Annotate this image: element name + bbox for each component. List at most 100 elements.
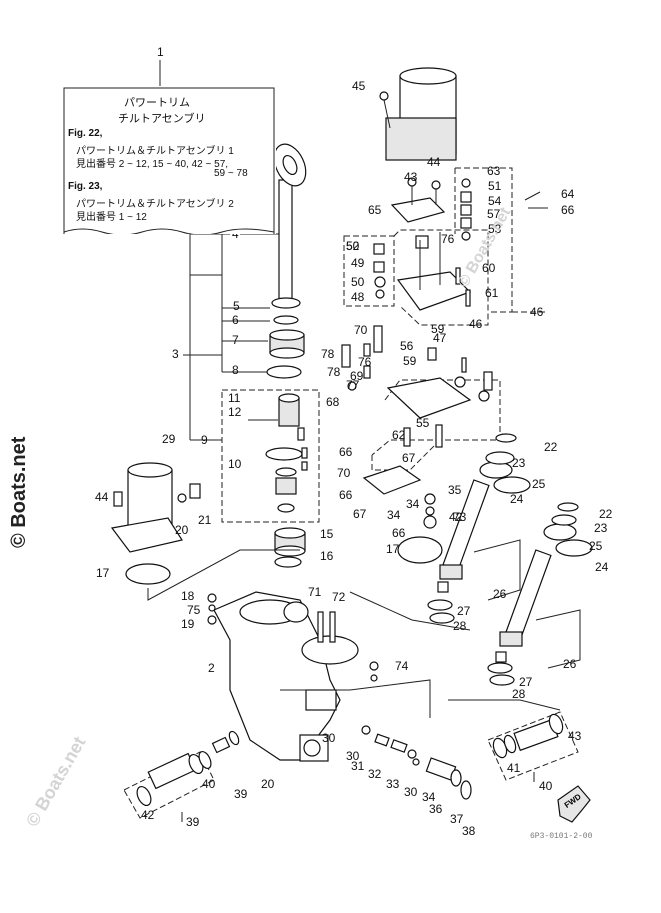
part-number-label: 26 [563,657,577,671]
part-number-label: 38 [462,824,476,838]
part-number-label: 30 [322,731,336,745]
legend-fig23-label: Fig. 23, [68,181,103,192]
part-number-label: 29 [162,432,176,446]
part-number-label: 39 [186,815,200,829]
part-number-label: 20 [261,777,275,791]
part-number-label: 66 [339,488,353,502]
legend-fig23-line1: パワートリム＆チルトアセンブリ 2 [76,199,234,210]
part-number-label: 40 [202,777,216,791]
part-number-label: 71 [308,585,322,599]
part-number-label: 17 [386,542,400,556]
part-number-label: 43 [568,729,582,743]
part-number-label: 57 [487,207,501,221]
lower-trim-cylinder [487,502,593,686]
part-number-label: 78 [321,347,335,361]
part-number-label: 16 [320,549,334,563]
legend-title-2: チルトアセンブリ [118,113,206,125]
part-number-label: 24 [595,560,609,574]
part-number-label: 23 [594,521,608,535]
part-number-label: 27 [457,604,471,618]
part-number-label: 66 [339,445,353,459]
part-number-label: 39 [234,787,248,801]
part-number-label: 18 [181,589,195,603]
part-number-label: 23 [512,456,526,470]
part-number-label: 17 [96,566,110,580]
part-number-label: 61 [485,286,499,300]
part-number-label: 75 [187,603,201,617]
legend-fig22-line2: 見出番号 2 ~ 12, 15 ~ 40, 42 ~ 57, [76,159,229,170]
part-number-label: 32 [368,767,382,781]
part-number-label: 1 [157,45,164,59]
part-number-label: 52 [346,239,360,253]
part-number-label: 48 [351,290,365,304]
part-number-label: 34 [387,508,401,522]
part-number-label: 51 [488,179,502,193]
part-number-label: 33 [386,777,400,791]
part-number-label: 34 [422,790,436,804]
part-number-label: 25 [532,477,546,491]
part-number-label: 10 [228,457,242,471]
part-number-label: 27 [519,675,533,689]
part-number-label: 55 [416,416,430,430]
part-number-label: 8 [232,363,239,377]
part-number-label: 28 [453,619,467,633]
part-number-label: 66 [392,526,406,540]
part-number-label: 30 [346,749,360,763]
part-number-label: 36 [429,802,443,816]
part-number-label: 67 [353,507,367,521]
part-number-label: 5 [233,299,240,313]
part-number-label: 7 [232,333,239,347]
part-number-label: 53 [488,222,502,236]
part-number-label: 22 [544,440,558,454]
upper-trim-cylinder [427,433,531,624]
part-number-label: 54 [488,194,502,208]
part-number-label: 47 [433,331,447,345]
part-number-label: 72 [332,590,346,604]
legend-frame [63,87,275,234]
part-number-label: 64 [561,187,575,201]
part-number-label: 15 [320,527,334,541]
part-number-label: 6 [232,313,239,327]
part-number-label: 21 [198,513,212,527]
part-number-label: 28 [512,687,526,701]
part-number-label: 34 [406,497,420,511]
part-number-label: 78 [327,365,341,379]
part-number-label: 22 [599,507,613,521]
legend-fig22-line1: パワートリム＆チルトアセンブリ 1 [76,146,234,157]
part-number-label: 20 [175,523,189,537]
part-number-label: 31 [351,759,365,773]
part-number-label: 25 [589,539,603,553]
part-number-label: 42 [141,808,155,822]
part-number-label: 56 [400,339,414,353]
part-number-label: 63 [487,164,501,178]
part-number-label: 59 [403,354,417,368]
part-number-label: 65 [368,203,382,217]
part-number-label: 77 [346,378,360,392]
drawing-code: 6P3-0101-2-00 [530,832,593,841]
part-number-label: 49 [351,256,365,270]
part-number-label: 69 [350,369,364,383]
part-number-label: 66 [561,203,575,217]
part-number-label: 74 [395,659,409,673]
part-number-label: 35 [448,483,462,497]
part-number-label: 30 [404,785,418,799]
legend-fig22-label: Fig. 22, [68,128,103,139]
part-number-label: 19 [181,617,195,631]
part-number-label: 76 [441,232,455,246]
part-number-label: 45 [352,79,366,93]
legend-fig23-line2: 見出番号 1 ~ 12 [76,212,147,223]
part-number-label: 24 [510,492,524,506]
legend-box: パワートリム チルトアセンブリ Fig. 22, パワートリム＆チルトアセンブリ… [62,86,276,234]
part-number-label: 42 [449,510,463,524]
part-number-label: 2 [208,661,215,675]
part-number-label: 59 [431,322,445,336]
part-number-label: 40 [539,779,553,793]
part-number-label: 11 [228,391,241,405]
part-number-label: 62 [392,428,406,442]
fwd-arrow-icon: FWD [557,785,591,823]
part-number-label: 70 [354,323,368,337]
part-number-label: 50 [351,275,365,289]
part-number-label: 41 [507,761,521,775]
legend-fig22-line3: 59 ~ 78 [214,168,248,179]
